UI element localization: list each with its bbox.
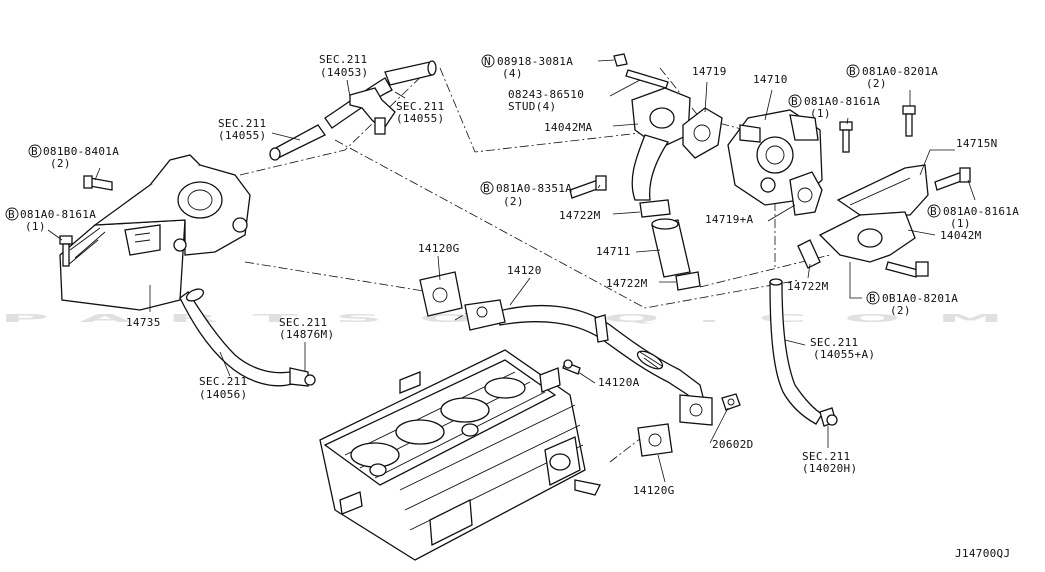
bolt-081b0-8401a[interactable] xyxy=(83,175,113,191)
label-14722m-b: 14722M xyxy=(606,277,648,290)
adapter-14042m[interactable] xyxy=(818,211,916,263)
bolt-081a0-8161a-right[interactable] xyxy=(934,167,971,191)
label-sec211-14055-top-num: (14055) xyxy=(396,112,444,125)
label-14120g-bottom: 14120G xyxy=(633,484,675,497)
nut-20602d[interactable] xyxy=(721,393,741,411)
bolt-081a0-8351a[interactable] xyxy=(569,175,607,199)
bolt-081a0-8161a-mid[interactable] xyxy=(839,121,853,153)
hose-14055-left[interactable] xyxy=(269,124,326,161)
bolt-marker-icon: B xyxy=(846,64,860,78)
label-sec211-14055-top: SEC.211 xyxy=(396,100,444,113)
marker-symbols: B B N B B B B B xyxy=(5,54,941,305)
label-14120g-top: 14120G xyxy=(418,242,460,255)
egr-tube-14120[interactable] xyxy=(464,299,713,426)
svg-text:B: B xyxy=(483,182,490,195)
bracket-14715n[interactable] xyxy=(836,164,929,216)
label-sec211-14055a-num: (14055+A) xyxy=(813,348,875,361)
svg-text:N: N xyxy=(484,55,491,68)
label-sec211-14056: SEC.211 xyxy=(199,375,247,388)
bolt-marker-icon: B xyxy=(480,181,494,195)
pipe-14711[interactable] xyxy=(651,218,691,278)
adapter-14042ma[interactable] xyxy=(631,87,691,201)
gasket-14120g-bottom[interactable] xyxy=(637,423,673,457)
label-081a0-8351a: 081A0-8351A xyxy=(496,182,572,195)
label-081a0-8161a-right-qty: (1) xyxy=(950,217,971,230)
label-sec211-14055a: SEC.211 xyxy=(810,336,858,349)
diagram-code: J14700QJ xyxy=(955,547,1010,560)
gasket-14120g-top[interactable] xyxy=(419,271,463,317)
label-08918-3081a-qty: (4) xyxy=(502,67,523,80)
label-081a0-8161a-mid: 081A0-8161A xyxy=(804,95,880,108)
label-14735: 14735 xyxy=(126,316,161,329)
label-sec211-14055-left: SEC.211 xyxy=(218,117,266,130)
svg-text:B: B xyxy=(849,65,856,78)
egr-cooler-14735[interactable] xyxy=(59,154,251,311)
part-labels: SEC.211 (14053) SEC.211 (14055) SEC.211 … xyxy=(20,53,1019,560)
label-08243-86510: 08243-86510 xyxy=(508,88,584,101)
svg-text:B: B xyxy=(791,95,798,108)
label-081a0-8161a-mid-qty: (1) xyxy=(810,107,831,120)
svg-text:B: B xyxy=(869,292,876,305)
bolt-14120a[interactable] xyxy=(562,359,581,375)
label-sec211-14876m: SEC.211 xyxy=(279,316,327,329)
bolt-081a0-8201a-bottom[interactable] xyxy=(885,261,929,278)
bolt-marker-icon: B xyxy=(866,291,880,305)
label-sec211-14055-left-num: (14055) xyxy=(218,129,266,142)
label-sec211-14053: SEC.211 xyxy=(319,53,367,66)
label-081a0-8161a-right: 081A0-8161A xyxy=(943,205,1019,218)
label-081a0-8161a-left-qty: (1) xyxy=(25,220,46,233)
bolt-marker-icon: B xyxy=(28,144,42,158)
label-14722m-c: 14722M xyxy=(787,280,829,293)
svg-text:B: B xyxy=(8,208,15,221)
hose-14056[interactable] xyxy=(179,287,316,387)
svg-text:B: B xyxy=(31,145,38,158)
label-081b0-8401a-qty: (2) xyxy=(50,157,71,170)
label-081b0-8401a: 081B0-8401A xyxy=(43,145,119,158)
label-sec211-14056-num: (14056) xyxy=(199,388,247,401)
gasket-14722m-c[interactable] xyxy=(797,239,821,269)
svg-text:B: B xyxy=(930,205,937,218)
hose-14055a[interactable] xyxy=(769,278,838,427)
label-stud-qty: STUD(4) xyxy=(508,100,556,113)
bolt-marker-icon: B xyxy=(788,94,802,108)
label-14710: 14710 xyxy=(753,73,788,86)
hose-14053[interactable] xyxy=(324,60,437,135)
label-14722m-a: 14722M xyxy=(559,209,601,222)
gasket-14722m-b[interactable] xyxy=(675,271,701,291)
cylinder-head[interactable] xyxy=(319,349,601,561)
label-14042m: 14042M xyxy=(940,229,982,242)
bolt-marker-icon: B xyxy=(5,207,19,221)
label-081a0-8161a-left: 081A0-8161A xyxy=(20,208,96,221)
label-sec211-14053-num: (14053) xyxy=(320,66,368,79)
label-081a0-8201a-top: 081A0-8201A xyxy=(862,65,938,78)
nut-marker-icon: N xyxy=(481,54,495,68)
label-14120a: 14120A xyxy=(598,376,640,389)
label-14719: 14719 xyxy=(692,65,727,78)
gasket-14719a[interactable] xyxy=(789,171,823,216)
label-081a0-8201a-top-qty: (2) xyxy=(866,77,887,90)
label-081a0-8351a-qty: (2) xyxy=(503,195,524,208)
label-08918-3081a: 08918-3081A xyxy=(497,55,573,68)
label-sec211-14020h: SEC.211 xyxy=(802,450,850,463)
label-20602d: 20602D xyxy=(712,438,754,451)
stud-08243-86510[interactable] xyxy=(625,69,669,89)
bolt-081a0-8201a-top[interactable] xyxy=(902,105,916,137)
label-14719a: 14719+A xyxy=(705,213,754,226)
label-14042ma: 14042MA xyxy=(544,121,593,134)
gasket-14722m-a[interactable] xyxy=(639,199,671,218)
bolt-marker-icon: B xyxy=(927,204,941,218)
nut-08918-3081a[interactable] xyxy=(613,53,628,67)
label-14120: 14120 xyxy=(507,264,542,277)
bolt-081a0-8161a-left[interactable] xyxy=(59,235,73,267)
label-sec211-14020h-num: (14020H) xyxy=(802,462,857,475)
leader-lines xyxy=(47,59,976,483)
label-081a0-8201a-bottom-qty: (2) xyxy=(890,304,911,317)
label-sec211-14876m-num: (14876M) xyxy=(279,328,334,341)
label-14715n: 14715N xyxy=(956,137,998,150)
label-14711: 14711 xyxy=(596,245,631,258)
label-081a0-8201a-bottom: 0B1A0-8201A xyxy=(882,292,958,305)
